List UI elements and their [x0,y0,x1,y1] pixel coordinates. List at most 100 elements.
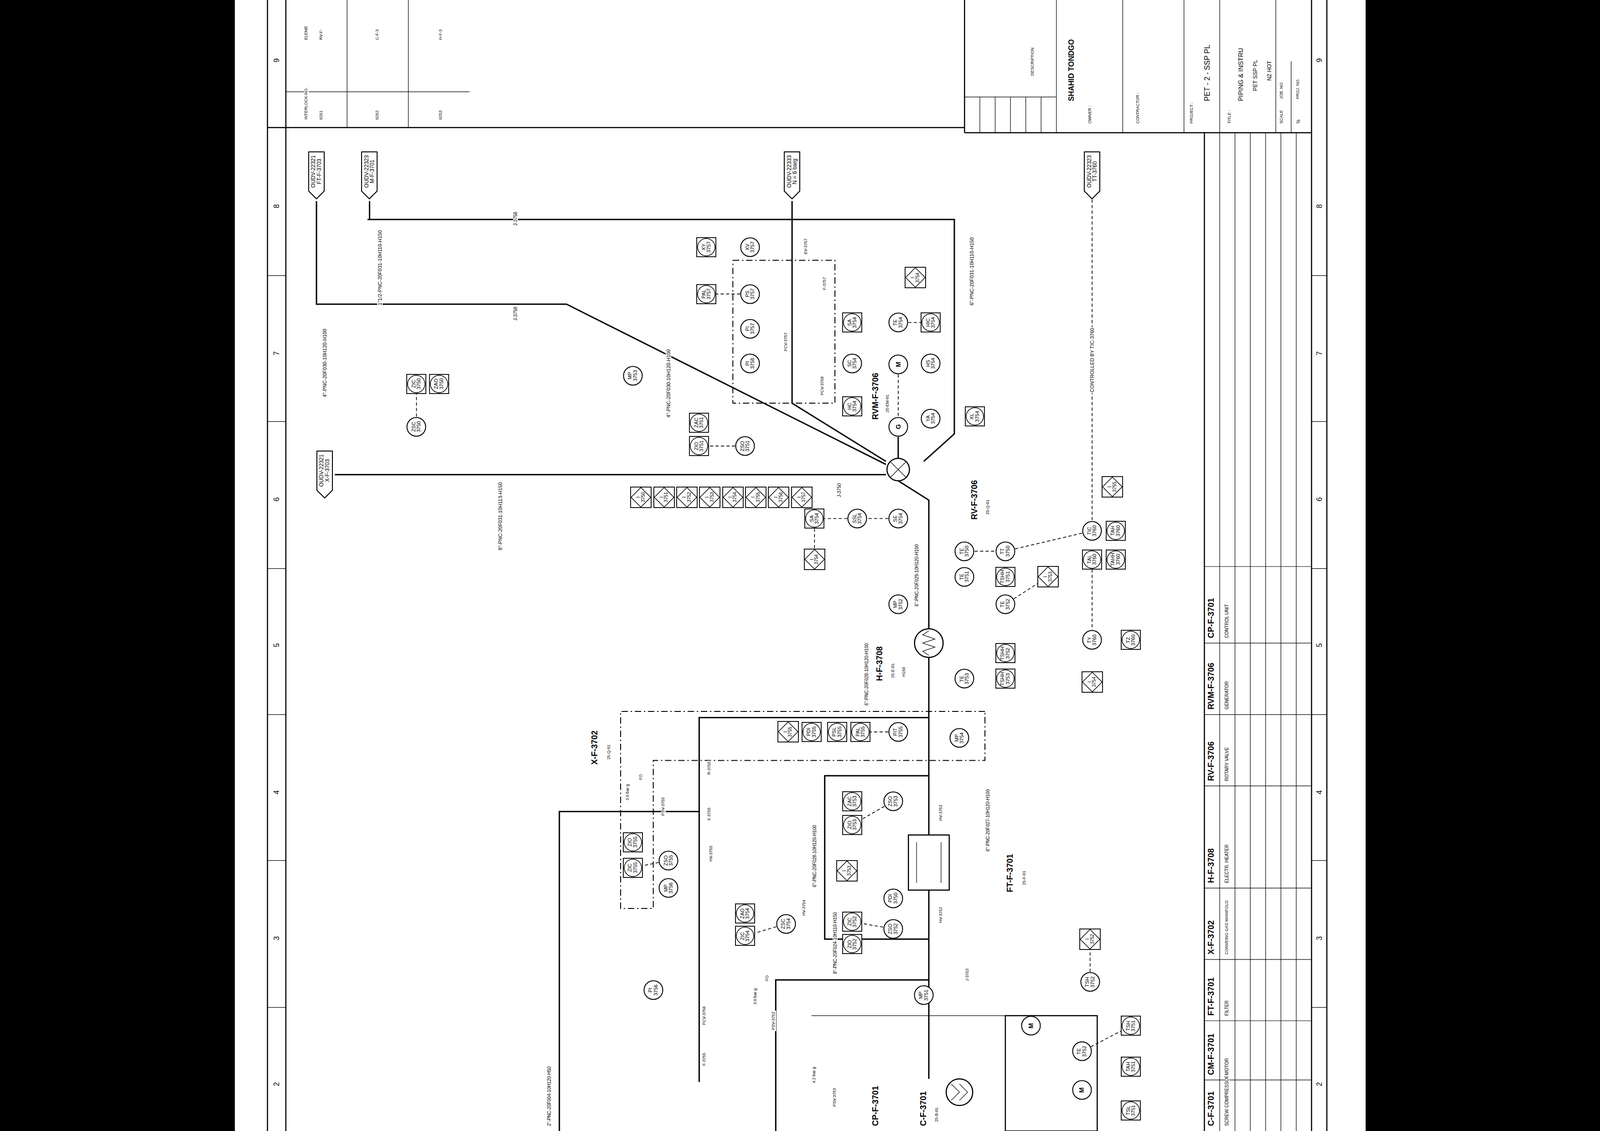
frame-line [1326,0,1328,1131]
tag-text: ZIC 3750 [411,377,422,389]
tag-text: PI 3758 [745,357,756,369]
frame-line [267,275,286,276]
bubble-circle [888,722,908,741]
instrument-bubble: MP 3751 [913,984,934,1005]
tag-text: I 3755 [1107,481,1118,492]
off-page-connector: OUDV-22321X-F-3703 [316,450,333,499]
interlock-diamond [792,487,812,508]
drawing-label: 6"-PNC-20F027-10H120-H100 [985,788,991,853]
dcs-instrument: ZAC 3751 [688,412,710,433]
tag-text: I 3751 [659,491,669,503]
tag-text: ZSO 3753 [887,795,899,807]
off-page-connector: OUDV-22323TT-3760 [1083,151,1101,200]
drawing-label: 4.2 bar g [812,1066,817,1085]
drawing-label: SCALE [1279,109,1285,125]
drawing-label: H-F-3708 [875,645,885,682]
drawing-label: X-3755 [707,806,712,822]
frame-line [346,0,348,128]
frame-line [1219,132,1220,1131]
instrument-bubble: MP 3756 [658,877,679,898]
drawing-label: C-F-3 [375,28,380,42]
bubble-circle [1107,550,1125,569]
frame-line [1204,887,1312,889]
tag-text: PDI 3750 [887,892,899,904]
interlock-symbol: I 3754 [904,266,927,289]
process-line [367,219,955,461]
drawing-label: 6"-PNC-20F028-10H120-H100 [864,642,870,706]
signal-line [709,445,736,447]
dcs-square [995,643,1015,663]
frame-line [1183,0,1185,133]
signal-line [416,393,418,417]
bubble-circle [996,644,1015,663]
drawing-label: PCV-3757 [783,331,789,353]
instrument-bubble: SSL 3754 [847,508,868,529]
dcs-instrument: TZ 3760 [1120,629,1141,650]
interlock-square [1079,928,1101,950]
tag-text: M [895,361,902,368]
bubble-circle [740,284,760,304]
bubble-circle [1122,631,1140,649]
instrument-bubble: ZSC 3750 [406,416,427,437]
frame-line [267,859,286,861]
bubble-circle [996,568,1015,586]
bubble-circle [966,407,984,425]
process-line [792,201,886,462]
frame-line [285,0,287,1131]
bubble-circle [921,409,941,428]
tag-text: MP 3753 [627,369,638,381]
drawing-label: INTERLOCK-NO. [304,86,309,121]
bubble-circle [921,353,941,373]
dcs-square [1082,549,1102,570]
interlock-symbol: I 3754 [803,548,826,570]
tag-text: OUDV-22323 [363,155,370,188]
drawing-label: 25-F-01 [1022,869,1027,886]
instrument-bubble: SC 3754 [842,353,863,374]
frame-line [1204,958,1312,960]
drawing-label: RV-F-3706 [1206,740,1217,782]
drawing-label: 6"-PNC-20F029-10H120-H100 [914,543,920,607]
tag-text: HC 3754 [847,400,858,412]
bubble-circle [802,723,821,741]
process-line [928,890,930,1079]
interlock-square [1037,566,1059,587]
drawing-label: 3.0 bar g [753,987,758,1006]
drawing-label: PIPING & INSTRU [1237,46,1245,103]
dcs-square [623,858,643,878]
tag-text: ZSO 3752 [887,923,899,935]
tag-text: SC 3754 [847,357,858,369]
motor-symbol: M [1020,1015,1041,1036]
bubble-circle [1080,972,1100,992]
tag-text: SA 3754 [847,316,858,328]
equipment-housing [908,834,950,891]
tag-text: TSHH 3753 [999,671,1011,686]
dcs-instrument: XY 3757 [696,237,717,258]
tag-text: FT-F-3703 [316,158,323,185]
tag-text: HIC 3754 [925,316,937,328]
dcs-square [735,903,755,923]
dcs-instrument: ZIO 3755 [622,832,643,853]
bubble-circle [955,567,974,586]
process-line [824,775,929,939]
signal-line [1090,1030,1121,1047]
drawing-label: PROJ. NO. [1295,77,1301,100]
frame-line [267,568,286,569]
frame-line [916,842,917,884]
drawing-label: RVM-F-3706 [1206,661,1217,711]
tag-text: TSH 3752 [1084,976,1096,988]
instrument-bubble: XV 3757 [740,237,761,258]
frame-line [285,91,470,93]
interlock-square [630,486,652,508]
tag-text: I 3752 [1085,933,1095,944]
bubble-circle [697,285,715,303]
dcs-square [735,926,755,946]
tag-text: I 3757 [797,491,807,503]
dcs-instrument: ZAO 3754 [735,903,756,924]
tag-text: TZ 3760 [1125,634,1137,646]
instrument-bubble: ZSO 3752 [883,918,904,939]
interlock-symbol: I 3757 [791,486,813,508]
tag-text: MP 3756 [663,882,674,894]
bubble-circle [805,509,824,528]
bubble-circle [851,723,870,741]
tag-text: TY 3760 [1087,634,1098,646]
